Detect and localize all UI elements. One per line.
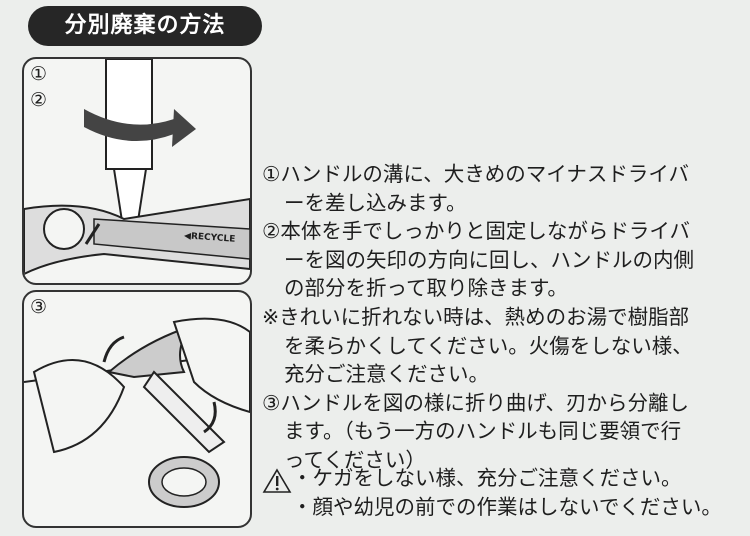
instruction-line: ってください） [284,447,426,472]
warning-block: ・ケガをしない様、充分ご注意ください。 ・顔や幼児の前での作業はしないでください… [262,464,722,522]
instruction-line: ーを図の矢印の方向に回し、ハンドルの内側 [284,247,694,272]
instruction-line: ①ハンドルの溝に、大きめのマイナスドライバ [262,162,689,186]
warning-line: ・顔や幼児の前での作業はしないでください。 [292,495,722,519]
instruction-line: ーを差し込みます。 [284,190,467,215]
instruction-line: の部分を折って取り除きます。 [284,276,568,301]
illustration-step-3: ③ [22,290,252,528]
instruction-line: 充分ご注意ください。 [284,362,489,387]
illustration-step-1-2: ① ② ◀RECYCLE [22,57,252,285]
instructions-text: ①ハンドルの溝に、大きめのマイナスドライバ ーを差し込みます。 ②本体を手でしっ… [262,160,750,475]
step-number: ③ [30,296,48,318]
warning-icon [262,468,292,493]
step-number: ② [30,89,48,111]
instruction-line: ③ハンドルを図の様に折り曲げ、刃から分離し [262,390,689,415]
warning-line: ・ケガをしない様、充分ご注意ください。 [292,466,682,490]
step-number: ① [30,63,48,85]
instruction-line: ※きれいに折れない時は、熱めのお湯で樹脂部 [262,304,690,329]
instruction-line: を柔らかくしてください。火傷をしない様、 [284,333,693,358]
instruction-line: ②本体を手でしっかりと固定しながらドライバ [262,219,690,244]
instruction-line: ます。（もう一方のハンドルも同じ要領で行 [284,419,682,444]
screwdriver-illustration [24,59,250,276]
scissors-illustration [24,317,250,508]
section-title: 分別廃棄の方法 [28,6,262,46]
